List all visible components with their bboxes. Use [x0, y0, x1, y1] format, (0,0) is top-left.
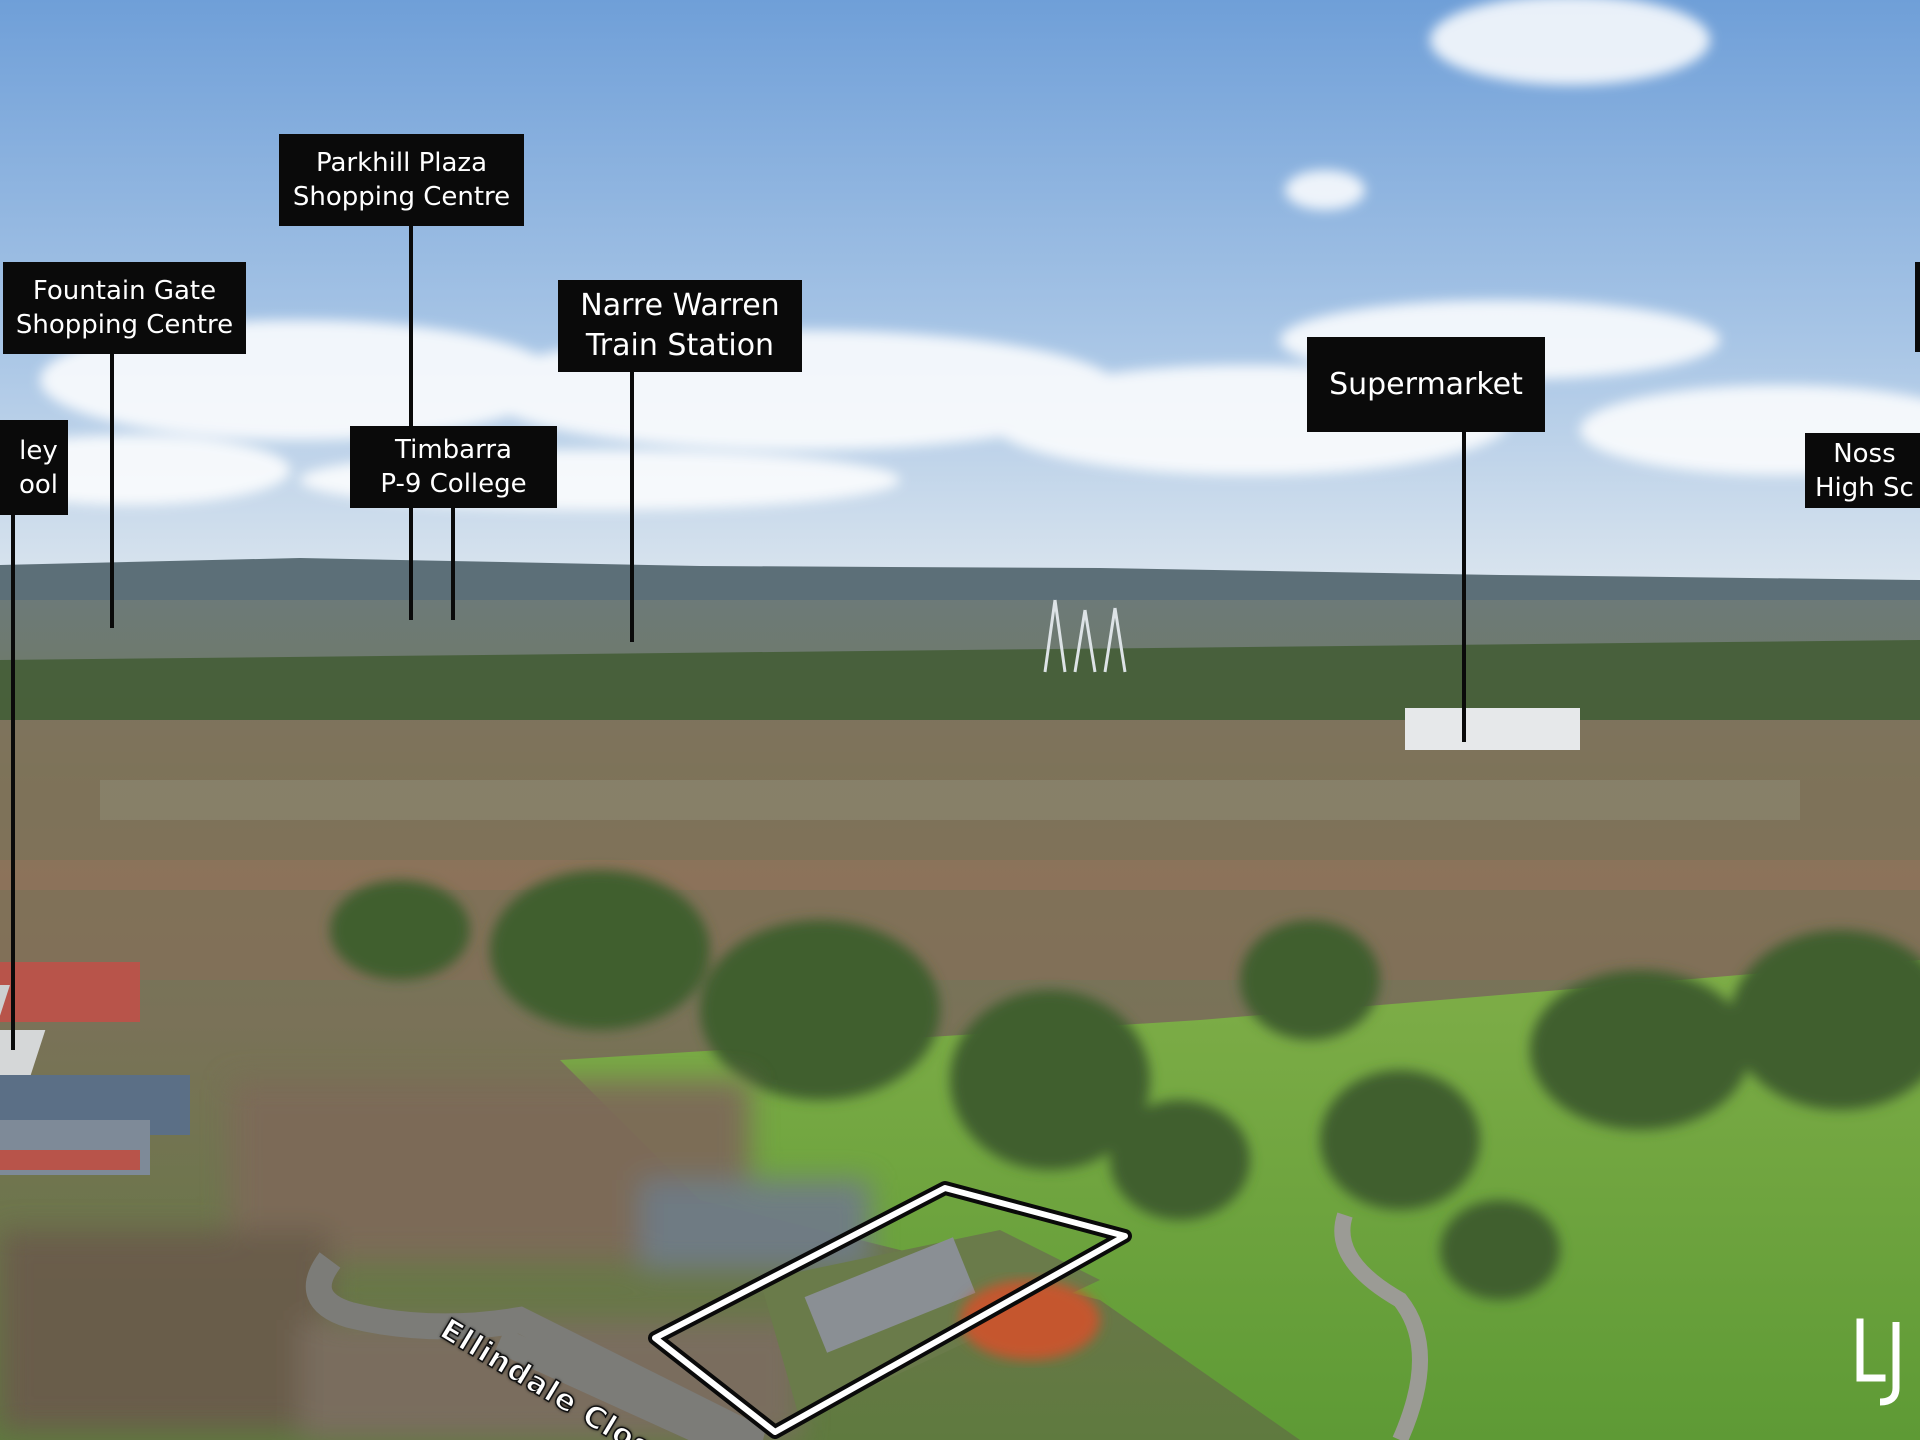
- label-supermarket: Supermarket: [1307, 337, 1545, 432]
- stem-left-school: [11, 512, 15, 1050]
- label-fountain-gate: Fountain Gate Shopping Centre: [3, 262, 246, 354]
- label-parkhill-plaza: Parkhill Plaza Shopping Centre: [279, 134, 524, 226]
- label-left-school: ley ool: [0, 420, 68, 515]
- label-right-school: Noss High Sc: [1805, 433, 1920, 508]
- label-timbarra: Timbarra P-9 College: [350, 426, 557, 508]
- stem-parkhill-plaza: [409, 225, 413, 620]
- lj-brand-logo-icon: [1856, 1318, 1900, 1406]
- stem-fountain-gate: [110, 350, 114, 628]
- stem-narre-warren: [630, 370, 634, 642]
- label-narre-warren: Narre Warren Train Station: [558, 280, 802, 372]
- stem-timbarra: [451, 505, 455, 620]
- stem-supermarket: [1462, 430, 1466, 742]
- label-edge-marker: [1915, 262, 1920, 352]
